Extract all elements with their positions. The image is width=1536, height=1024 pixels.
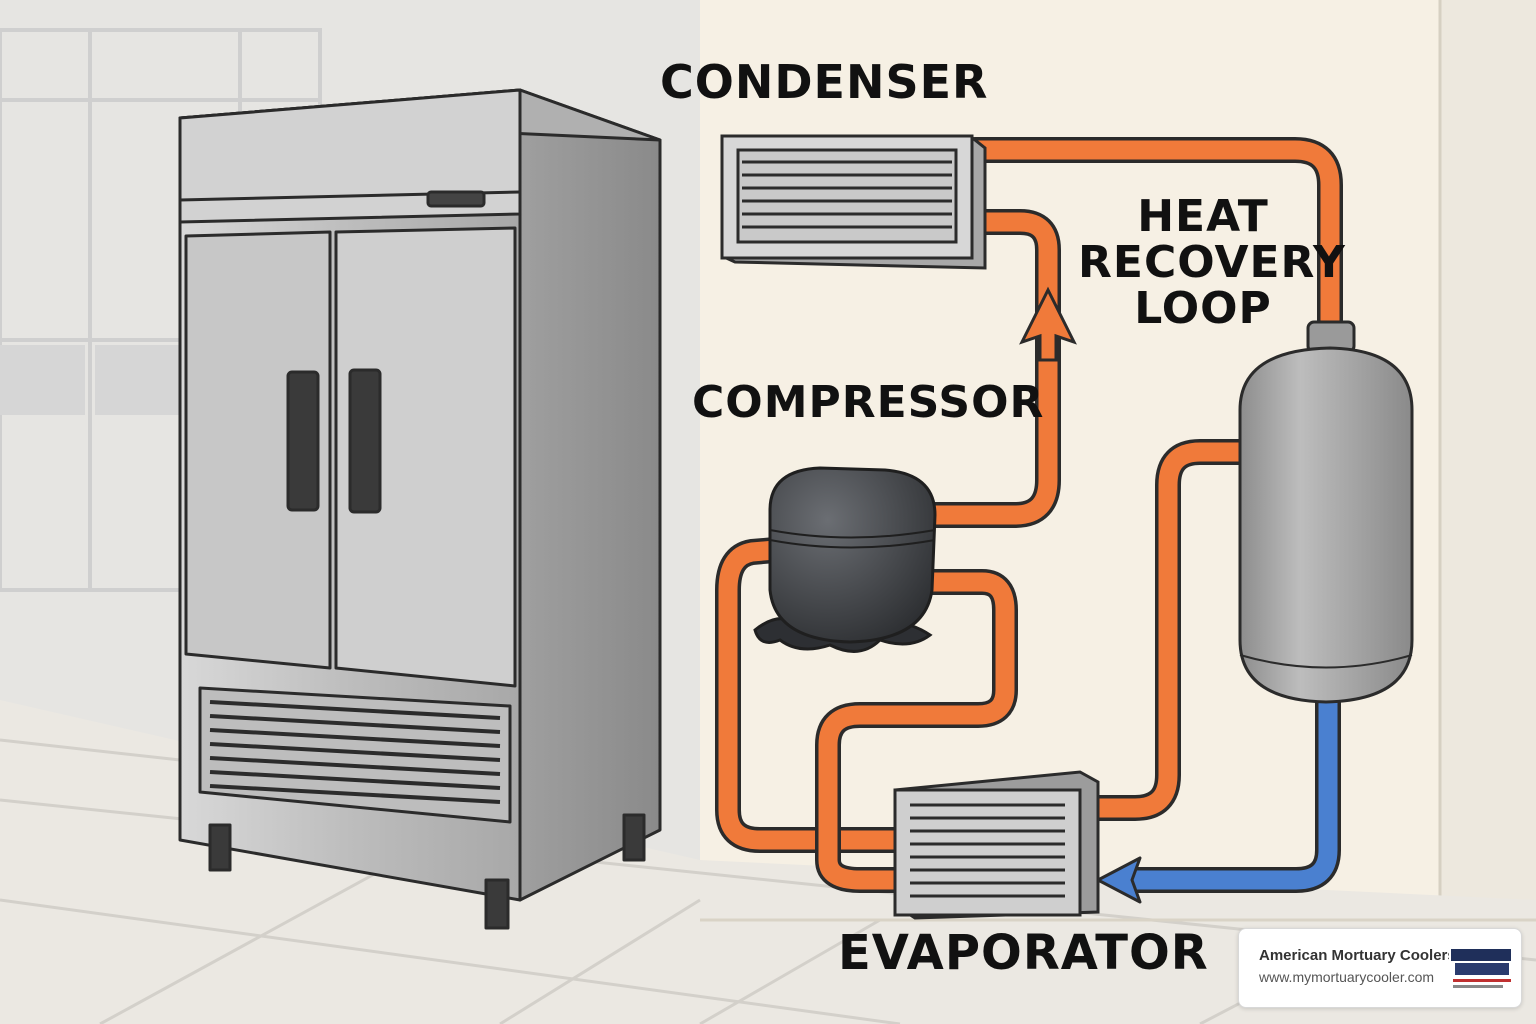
heat-recovery-pipes (715, 137, 1343, 893)
door-handle-left (286, 370, 320, 512)
heat-recovery-loop-line: HEAT (1137, 191, 1269, 242)
commercial-refrigerator (178, 88, 662, 930)
condenser-label: CONDENSER (660, 55, 989, 109)
control-panel-icon (426, 190, 486, 208)
evaporator-label: EVAPORATOR (838, 925, 1209, 981)
condenser-unit (720, 134, 987, 270)
up-arrow-icon (1019, 286, 1077, 362)
heat-recovery-tank (1238, 320, 1414, 704)
watermark-badge[interactable]: American Mortuary Coolers www.mymortuary… (1238, 928, 1522, 1008)
compressor-label: COMPRESSOR (692, 377, 1045, 428)
door-handle-right (348, 368, 382, 514)
company-logo-icon (1449, 941, 1515, 993)
evaporator-unit (893, 770, 1100, 920)
watermark-company-name: American Mortuary Coolers (1259, 947, 1456, 964)
flow-arrow-icon (1096, 856, 1142, 904)
compressor-unit (753, 466, 937, 653)
heat-recovery-loop-line: LOOP (1134, 283, 1272, 335)
watermark-url[interactable]: www.mymortuarycooler.com (1259, 969, 1435, 985)
heat-recovery-loop-label: HEAT RECOVERY LOOP (1078, 191, 1346, 335)
cold-return-pipe (1096, 687, 1341, 904)
heat-recovery-loop-line: RECOVERY (1078, 237, 1346, 289)
